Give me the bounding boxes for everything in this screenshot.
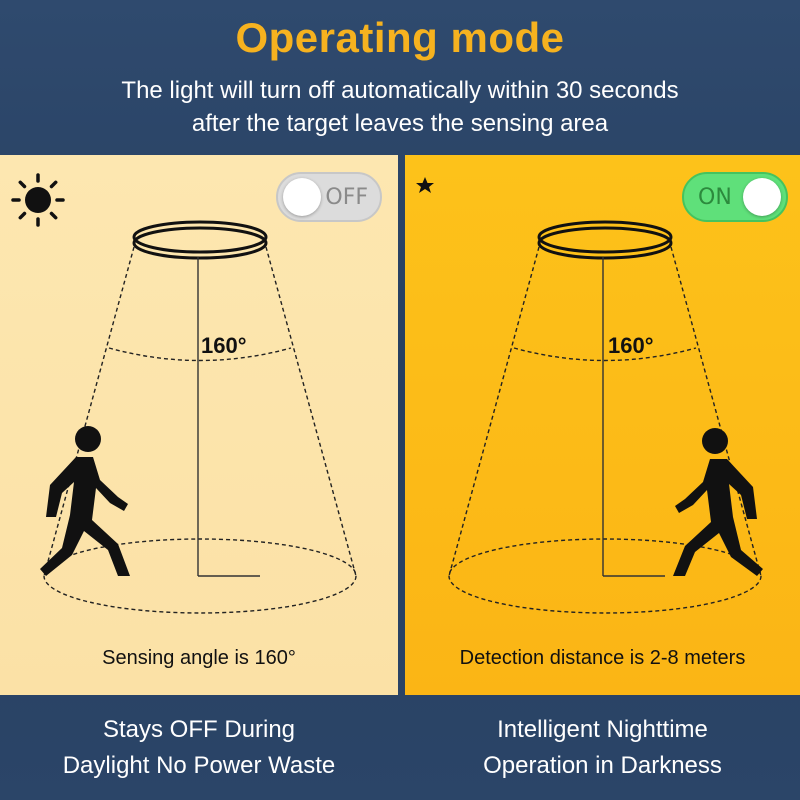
ceiling-light-icon — [132, 220, 268, 260]
night-sensing-diagram — [416, 169, 763, 614]
day-toggle-switch[interactable]: OFF — [276, 172, 382, 222]
night-caption: Detection distance is 2-8 meters — [459, 647, 746, 669]
night-bottom-text: Intelligent Nighttime Operation in Darkn… — [405, 712, 800, 784]
sensing-cone — [43, 246, 357, 614]
sun-icon — [11, 173, 65, 227]
page-subtitle: The light will turn off automatically wi… — [0, 74, 800, 140]
night-bottom-line-2: Operation in Darkness — [483, 752, 722, 779]
day-bottom-text: Stays OFF During Daylight No Power Waste — [0, 712, 398, 784]
day-angle-label: 160° — [201, 333, 247, 358]
day-sensing-diagram — [11, 173, 357, 614]
toggle-knob — [283, 178, 321, 216]
walking-person-icon — [673, 428, 763, 576]
night-angle-label: 160° — [608, 333, 654, 358]
night-mode-panel: 160° ON Detection distance is 2-8 meters — [405, 155, 800, 695]
night-toggle-switch[interactable]: ON — [682, 172, 788, 222]
night-bottom-line-1: Intelligent Nighttime — [497, 716, 708, 743]
toggle-knob — [743, 178, 781, 216]
walking-person-icon — [40, 426, 130, 576]
day-bottom-line-2: Daylight No Power Waste — [62, 752, 336, 779]
sensing-cone — [448, 246, 762, 614]
day-caption: Sensing angle is 160° — [102, 647, 296, 669]
toggle-label: ON — [698, 185, 732, 210]
moon-star-icon — [416, 169, 465, 219]
subtitle-line-1: The light will turn off automatically wi… — [121, 77, 679, 104]
day-bottom-line-1: Stays OFF During — [102, 716, 296, 743]
subtitle-line-2: after the target leaves the sensing area — [191, 110, 609, 137]
toggle-label: OFF — [325, 185, 368, 210]
page-title: Operating mode — [235, 14, 565, 61]
day-mode-panel: 160° OFF Sensing angle is 160° — [0, 155, 398, 695]
ceiling-light-icon — [537, 220, 673, 260]
